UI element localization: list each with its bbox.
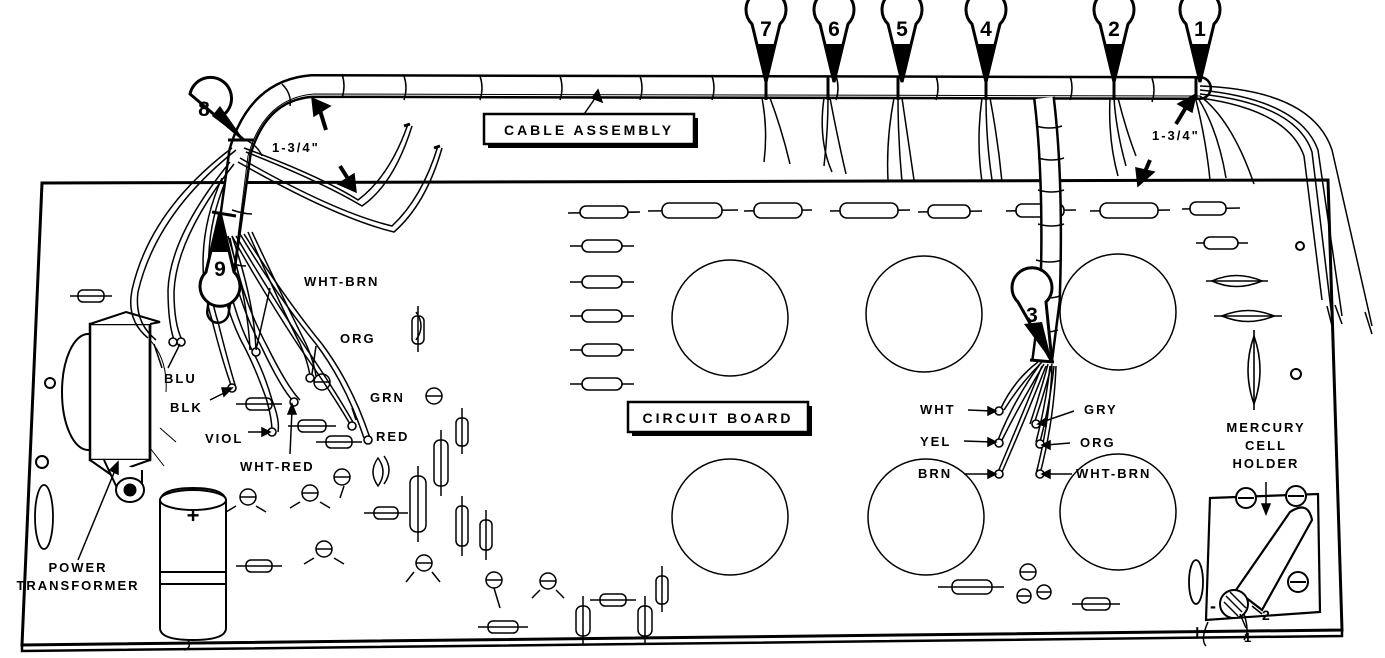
wire-label-wht-brn-right: WHT-BRN xyxy=(1076,466,1151,481)
wire-label-viol: VIOL xyxy=(205,431,243,446)
dimension-left: 1-3/4" xyxy=(272,140,320,155)
wire-label-blu: BLU xyxy=(164,371,197,386)
callout-pin-2: 2 xyxy=(1092,0,1136,83)
right-wire-labels: WHT YEL BRN GRY ORG WHT-BRN xyxy=(918,402,1151,481)
callout-4-number: 4 xyxy=(980,18,992,41)
mercury-cell-holder xyxy=(1188,485,1322,647)
wire-label-wht: WHT xyxy=(920,402,956,417)
circuit-board-text: CIRCUIT BOARD xyxy=(643,410,794,426)
callout-pin-5: 5 xyxy=(880,0,924,83)
power-label-line1: POWER xyxy=(48,560,107,575)
wire-label-brn: BRN xyxy=(918,466,952,481)
cable-assembly-text: CABLE ASSEMBLY xyxy=(504,122,674,138)
mercury-label-line2: CELL xyxy=(1245,438,1287,453)
circuit-board-label: CIRCUIT BOARD xyxy=(626,400,812,436)
callout-pin-8: 8 xyxy=(188,75,245,142)
callout-7-number: 7 xyxy=(760,18,772,41)
cell-minus-mark: - xyxy=(1210,596,1216,616)
callout-6-number: 6 xyxy=(828,18,840,41)
callout-3-number: 3 xyxy=(1026,304,1038,327)
mounting-holes xyxy=(35,241,1305,469)
callout-pin-7: 7 xyxy=(744,0,788,83)
callout-8-number: 8 xyxy=(198,98,210,121)
callout-1-number: 1 xyxy=(1194,18,1206,41)
mercury-cell-holder-label: MERCURY CELL HOLDER xyxy=(1226,420,1305,471)
polarity-marks: + + - 1 2 xyxy=(187,503,1270,645)
power-transformer-label: POWER TRANSFORMER xyxy=(16,560,139,593)
wire-label-blk: BLK xyxy=(170,400,203,415)
lower-components xyxy=(70,289,1120,651)
left-wire-labels: BLU BLK VIOL WHT-RED WHT-BRN ORG GRN RED xyxy=(164,274,409,474)
callout-pin-3: 3 xyxy=(1010,266,1054,363)
mercury-label-line3: HOLDER xyxy=(1233,456,1300,471)
callout-pin-1: 1 xyxy=(1178,0,1222,83)
cell-terminal-2: 2 xyxy=(1262,607,1270,623)
callout-5-number: 5 xyxy=(896,18,908,41)
wire-label-wht-brn-left: WHT-BRN xyxy=(304,274,379,289)
mercury-label-line1: MERCURY xyxy=(1226,420,1305,435)
callout-9-number: 9 xyxy=(214,258,226,281)
dimension-labels: 1-3/4" 1-3/4" xyxy=(272,128,1200,155)
board-cutouts xyxy=(671,253,1177,576)
callout-pin-6: 6 xyxy=(812,0,856,83)
cable-harness xyxy=(130,73,1373,479)
power-transformer xyxy=(34,310,177,550)
wire-label-gry: GRY xyxy=(1084,402,1118,417)
wire-label-wht-red: WHT-RED xyxy=(240,459,315,474)
dimension-right: 1-3/4" xyxy=(1152,128,1200,143)
callout-2-number: 2 xyxy=(1108,18,1120,41)
right-side-components xyxy=(1196,236,1282,410)
callout-pin-9: 9 xyxy=(198,211,242,308)
resistors-left-column xyxy=(570,239,634,391)
callout-pin-4: 4 xyxy=(964,0,1008,83)
wire-label-org-left: ORG xyxy=(340,331,376,346)
power-label-line2: TRANSFORMER xyxy=(16,578,139,593)
wire-label-red: RED xyxy=(376,429,409,444)
cell-terminal-1: 1 xyxy=(1244,630,1251,645)
wire-label-org-right: ORG xyxy=(1080,435,1116,450)
wire-label-yel: YEL xyxy=(920,434,951,449)
capacitor-plus-mark: + xyxy=(187,503,200,528)
cable-assembly-label: CABLE ASSEMBLY xyxy=(482,112,698,148)
cell-plus-mark: + xyxy=(1192,622,1203,642)
leader-arrows xyxy=(77,88,1272,629)
wire-label-grn: GRN xyxy=(370,390,405,405)
